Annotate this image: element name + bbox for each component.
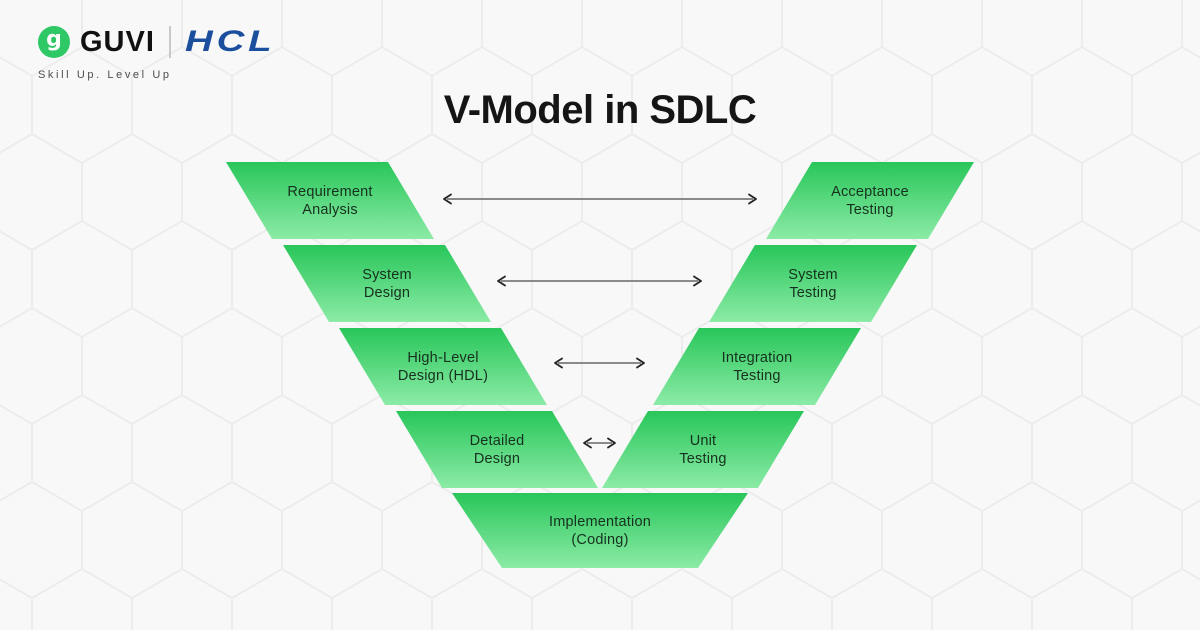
phase-label: Unit Testing [679,432,727,467]
guvi-logo-text: GUVI [80,25,155,58]
phase-label: Integration Testing [721,349,793,384]
phase-label: System Testing [788,266,838,301]
phase-label: Detailed Design [469,432,525,467]
phase-label: High-Level Design (HDL) [397,349,489,384]
phase-label: System Design [362,266,412,301]
phase-label: Requirement Analysis [287,183,373,218]
phase-block-implementation-coding: Implementation (Coding) [452,493,748,568]
header-logo-area: g GUVI HCL Skill Up. Level Up [38,24,272,81]
phase-label: Acceptance Testing [831,183,909,218]
logo-divider [168,26,171,58]
phase-label: Implementation (Coding) [549,513,651,548]
logo-tagline: Skill Up. Level Up [38,69,172,81]
hcl-logo-text: HCL [184,25,276,58]
page-title: V-Model in SDLC [443,88,757,132]
guvi-glyph: g [46,27,62,52]
guvi-logo-icon: g [38,26,70,58]
